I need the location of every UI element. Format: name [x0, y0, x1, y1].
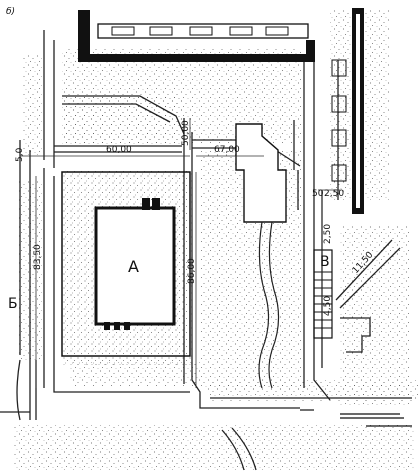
dim-250-v: 2,50	[323, 224, 333, 244]
right-building	[331, 8, 364, 214]
label-building-v: В	[320, 254, 330, 270]
building-a	[61, 171, 191, 357]
dim-83: 83,50	[33, 244, 43, 270]
green-right-lower	[340, 225, 410, 405]
label-building-a: А	[128, 257, 139, 276]
dim-60: 60,00	[106, 145, 132, 155]
dim-50-vertical: 50,00	[181, 120, 191, 146]
green-bottom-band	[70, 362, 200, 386]
dim-50-top-right: 50	[312, 189, 324, 199]
green-bottom-strip	[210, 380, 419, 402]
roads	[0, 30, 412, 471]
center-small-building	[235, 123, 287, 389]
dim-5-left: 5,0	[15, 147, 25, 162]
dim-250-top-right: 2,50	[324, 189, 344, 199]
top-building	[78, 10, 315, 62]
green-left-strip	[22, 55, 42, 155]
building-v	[313, 249, 333, 339]
figure-label: б)	[6, 7, 15, 17]
dim-67: 67,00	[214, 145, 240, 155]
label-building-b: Б	[8, 296, 18, 312]
bottom-right-marks	[300, 409, 412, 427]
green-lowest-band	[14, 425, 414, 470]
dim-4-50: 4,50	[323, 296, 333, 316]
dimension-lines	[20, 118, 340, 388]
dim-86: 86,00	[187, 258, 197, 284]
